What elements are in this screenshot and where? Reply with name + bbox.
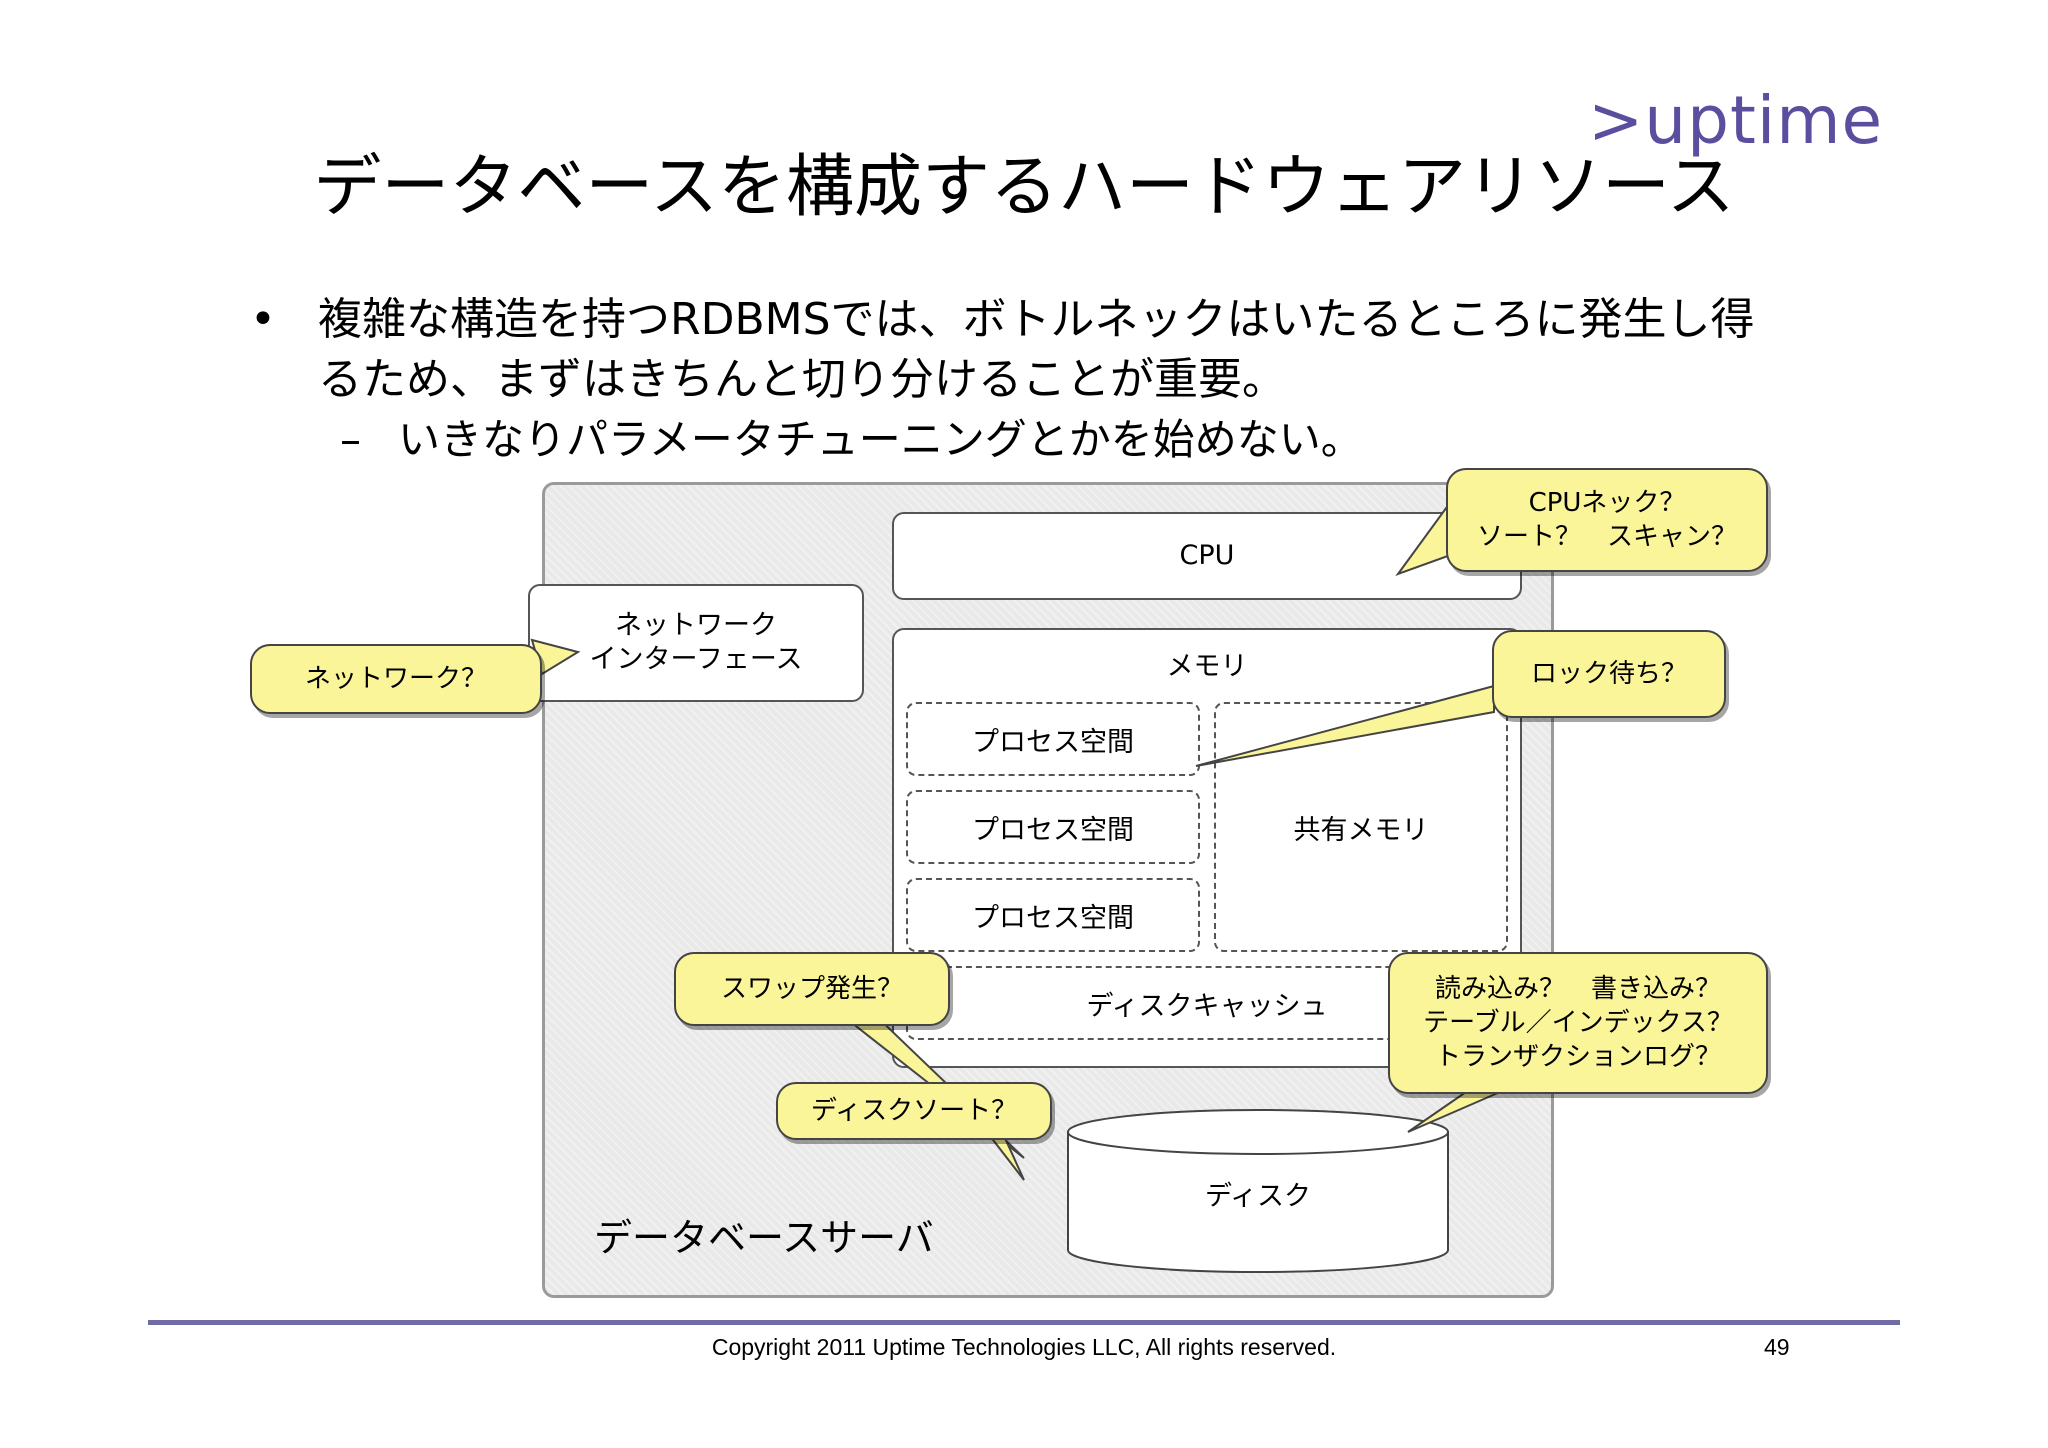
callout-disk-io: 読み込み？ 書き込み？ テーブル／インデックス？ トランザクションログ？ [1388, 952, 1768, 1094]
cpu-label: CPU [1179, 540, 1235, 571]
bullet-text-line-2: るため、まずはきちんと切り分けることが重要。 [318, 354, 1286, 405]
shared-memory-box: 共有メモリ [1214, 702, 1508, 952]
callout-io-line-2: テーブル／インデックス？ [1423, 1008, 1733, 1038]
disk-label: ディスク [1204, 1181, 1312, 1212]
disk-cache-label: ディスクキャッシュ [1086, 990, 1328, 1022]
sub-bullet-marker: – [340, 415, 361, 464]
nic-label-line-1: ネットワーク [615, 610, 777, 641]
uptime-logo: >uptime [1588, 82, 1884, 159]
network-interface-box: ネットワーク インターフェース [528, 584, 864, 702]
bullet-text-line-1: 複雑な構造を持つRDBMSでは、ボトルネックはいたるところに発生し得 [318, 294, 1755, 345]
process-space-2: プロセス空間 [906, 790, 1200, 864]
footer-divider [148, 1320, 1900, 1325]
process-space-label: プロセス空間 [972, 902, 1134, 934]
memory-label: メモリ [1166, 651, 1248, 682]
copyright-text: Copyright 2011 Uptime Technologies LLC, … [711, 1334, 1337, 1360]
callout-lock-text: ロック待ち？ [1530, 659, 1687, 689]
process-space-label: プロセス空間 [972, 814, 1134, 846]
callout-disk-sort-text: ディスクソート？ [810, 1096, 1018, 1126]
shared-memory-label: 共有メモリ [1293, 814, 1429, 846]
callout-swap-text: スワップ発生？ [720, 974, 903, 1004]
callout-disk-sort: ディスクソート？ [776, 1082, 1052, 1140]
callout-lock-wait: ロック待ち？ [1492, 630, 1726, 718]
nic-label-line-2: インターフェース [589, 644, 803, 675]
callout-cpu-line-2: ソート？ スキャン？ [1476, 522, 1737, 552]
bullet-marker: • [250, 294, 276, 345]
slide-title: データベースを構成するハードウェアリソース [313, 148, 1735, 227]
process-space-3: プロセス空間 [906, 878, 1200, 952]
process-space-label: プロセス空間 [972, 726, 1134, 758]
sub-bullet-text: いきなりパラメータチューニングとかを始めない。 [398, 415, 1363, 464]
callout-cpu: CPUネック？ ソート？ スキャン？ [1446, 468, 1768, 572]
callout-io-line-3: トランザクションログ？ [1434, 1042, 1721, 1072]
database-server-label: データベースサーバ [594, 1216, 934, 1260]
process-space-1: プロセス空間 [906, 702, 1200, 776]
callout-network-text: ネットワーク？ [304, 664, 487, 694]
cpu-box: CPU [892, 512, 1522, 600]
callout-swap: スワップ発生？ [674, 952, 950, 1026]
callout-network: ネットワーク？ [250, 644, 542, 714]
callout-io-line-1: 読み込み？ 書き込み？ [1434, 974, 1721, 1004]
page-number: 49 [1764, 1334, 1790, 1360]
callout-cpu-line-1: CPUネック？ [1528, 488, 1686, 518]
